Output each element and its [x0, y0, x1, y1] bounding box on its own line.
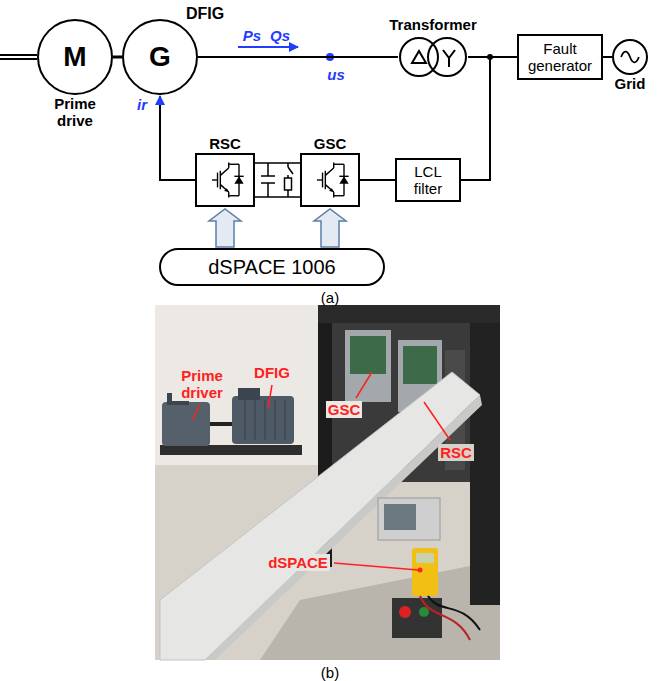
- shape-outline: [614, 41, 646, 73]
- node-label: Fault generator: [524, 40, 596, 74]
- node-heading: RSC: [209, 135, 241, 152]
- filter-box: LCL filter: [395, 158, 461, 202]
- control-arrow: [314, 209, 346, 247]
- converter-box: RSC: [195, 153, 255, 207]
- generator-circle: G: [122, 19, 198, 95]
- node-heading: Prime drive: [47, 95, 103, 129]
- photo-callout: GSC: [326, 401, 363, 418]
- node-label: M: [63, 41, 86, 73]
- dc-rail: [255, 196, 300, 198]
- node-label: G: [149, 41, 171, 73]
- rotor-current-line: [160, 96, 195, 180]
- signal-name: us: [327, 66, 345, 83]
- leader-dot: [418, 568, 423, 573]
- chopper-resistor-symbol: [285, 163, 294, 197]
- shape-outline: [302, 155, 358, 205]
- panel-label: (a): [321, 289, 339, 306]
- signal-name: ir: [137, 96, 147, 113]
- signal-name: Qs: [270, 27, 290, 44]
- shaft-line: [113, 56, 122, 59]
- shape-outline: [398, 36, 468, 78]
- shape-outline: [197, 155, 253, 205]
- power-flow-arrow: [238, 46, 298, 48]
- node-heading: Grid: [615, 75, 646, 92]
- shaft-line: [0, 58, 37, 60]
- power-line: [603, 56, 612, 58]
- controller-box: dSPACE 1006: [159, 248, 385, 286]
- panel-label: (b): [321, 664, 339, 681]
- dc-rail: [255, 162, 300, 164]
- shaft-line: [0, 54, 37, 56]
- photo-callout: RSC: [438, 444, 474, 461]
- motor-circle: MPrime drive: [37, 19, 113, 95]
- signal-name: Ps: [243, 27, 261, 44]
- power-line: [360, 179, 395, 181]
- node-heading: Transformer: [389, 16, 477, 33]
- machine-label: DFIG: [186, 5, 224, 23]
- photo-callout: dSPACE: [266, 554, 330, 571]
- photo-callout: Prime driver: [172, 367, 232, 401]
- lab-photo: [155, 305, 500, 660]
- control-arrow: [209, 209, 241, 247]
- converter-box: GSC: [300, 153, 360, 207]
- power-line: [461, 57, 517, 180]
- transformer-symbol: Transformer: [398, 36, 468, 78]
- node-heading: GSC: [314, 135, 347, 152]
- leader-line: [192, 372, 450, 570]
- node-label: dSPACE 1006: [208, 256, 336, 279]
- capacitor-symbol: [261, 163, 275, 197]
- photo-callout: DFIG: [252, 364, 292, 381]
- node-label: LCL filter: [402, 163, 454, 197]
- grid-source-circle: Grid: [612, 39, 648, 75]
- power-line: [198, 56, 398, 58]
- process-box: Fault generator: [517, 34, 603, 80]
